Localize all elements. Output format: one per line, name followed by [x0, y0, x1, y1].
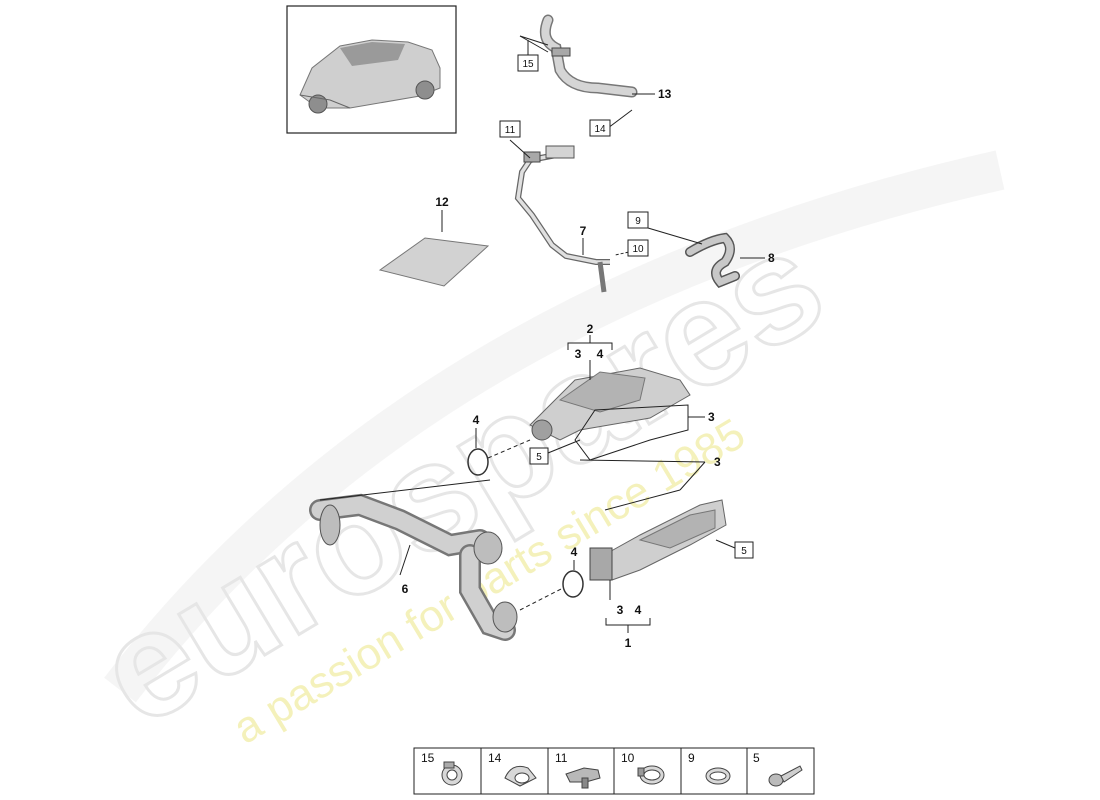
callout-3-right: 3 [708, 410, 715, 424]
callout-6: 6 [402, 582, 409, 596]
legend-cell-10: 10 [621, 751, 665, 785]
callout-14: 14 [594, 124, 606, 135]
legend-cell-15: 15 [421, 751, 463, 786]
legend-cell-9: 9 [688, 751, 731, 785]
part-13-hose [539, 14, 638, 98]
callout-9: 9 [635, 216, 641, 227]
callout-4-lower: 4 [571, 545, 578, 559]
callout-8: 8 [768, 251, 775, 265]
legend-number: 9 [688, 751, 695, 765]
hose-clamp-icon [441, 761, 463, 786]
legend-number: 15 [421, 751, 435, 765]
small-parts-legend: 15 14 11 10 [413, 747, 815, 795]
callout-5-upper: 5 [536, 452, 542, 463]
ring-clamp-icon [705, 767, 731, 785]
callout-5-lower: 5 [741, 546, 747, 557]
part-8-hose [685, 232, 740, 288]
callout-1: 1 [625, 636, 632, 650]
callout-11: 11 [505, 125, 516, 136]
spring-clamp-icon [504, 765, 537, 787]
gaskets [467, 448, 584, 598]
part-2-heatshield [529, 367, 691, 441]
callout-4-upper: 4 [597, 347, 604, 361]
legend-number: 11 [555, 751, 568, 765]
callout-10: 10 [632, 244, 644, 255]
legend-number: 10 [621, 751, 635, 765]
callout-4-left: 4 [473, 413, 480, 427]
part-1-heatshield [589, 499, 727, 581]
legend-cell-5: 5 [753, 751, 803, 787]
legend-number: 14 [488, 751, 502, 765]
part-7-pipe [514, 145, 610, 293]
part-12-mat [378, 237, 490, 287]
callout-13: 13 [658, 87, 672, 101]
callout-7: 7 [580, 224, 587, 238]
callout-12: 12 [435, 195, 449, 209]
vehicle-thumbnail [286, 5, 457, 134]
part-6-exhaust-pipe [309, 493, 518, 641]
bolt-icon [768, 765, 803, 787]
legend-cell-14: 14 [488, 751, 537, 787]
callouts: 15 13 14 11 12 7 9 10 8 2 3 4 3 4 5 3 5 … [402, 54, 775, 650]
legend-cell-11: 11 [555, 751, 601, 789]
callout-3-rod: 3 [714, 455, 721, 469]
callout-2: 2 [587, 322, 594, 336]
band-clamp-icon [637, 765, 665, 785]
callout-4-bottom: 4 [635, 603, 642, 617]
callout-3-lower: 3 [617, 603, 624, 617]
legend-number: 5 [753, 751, 760, 765]
callout-15: 15 [522, 59, 534, 70]
connector-icon [565, 767, 601, 789]
callout-3-upper: 3 [575, 347, 582, 361]
